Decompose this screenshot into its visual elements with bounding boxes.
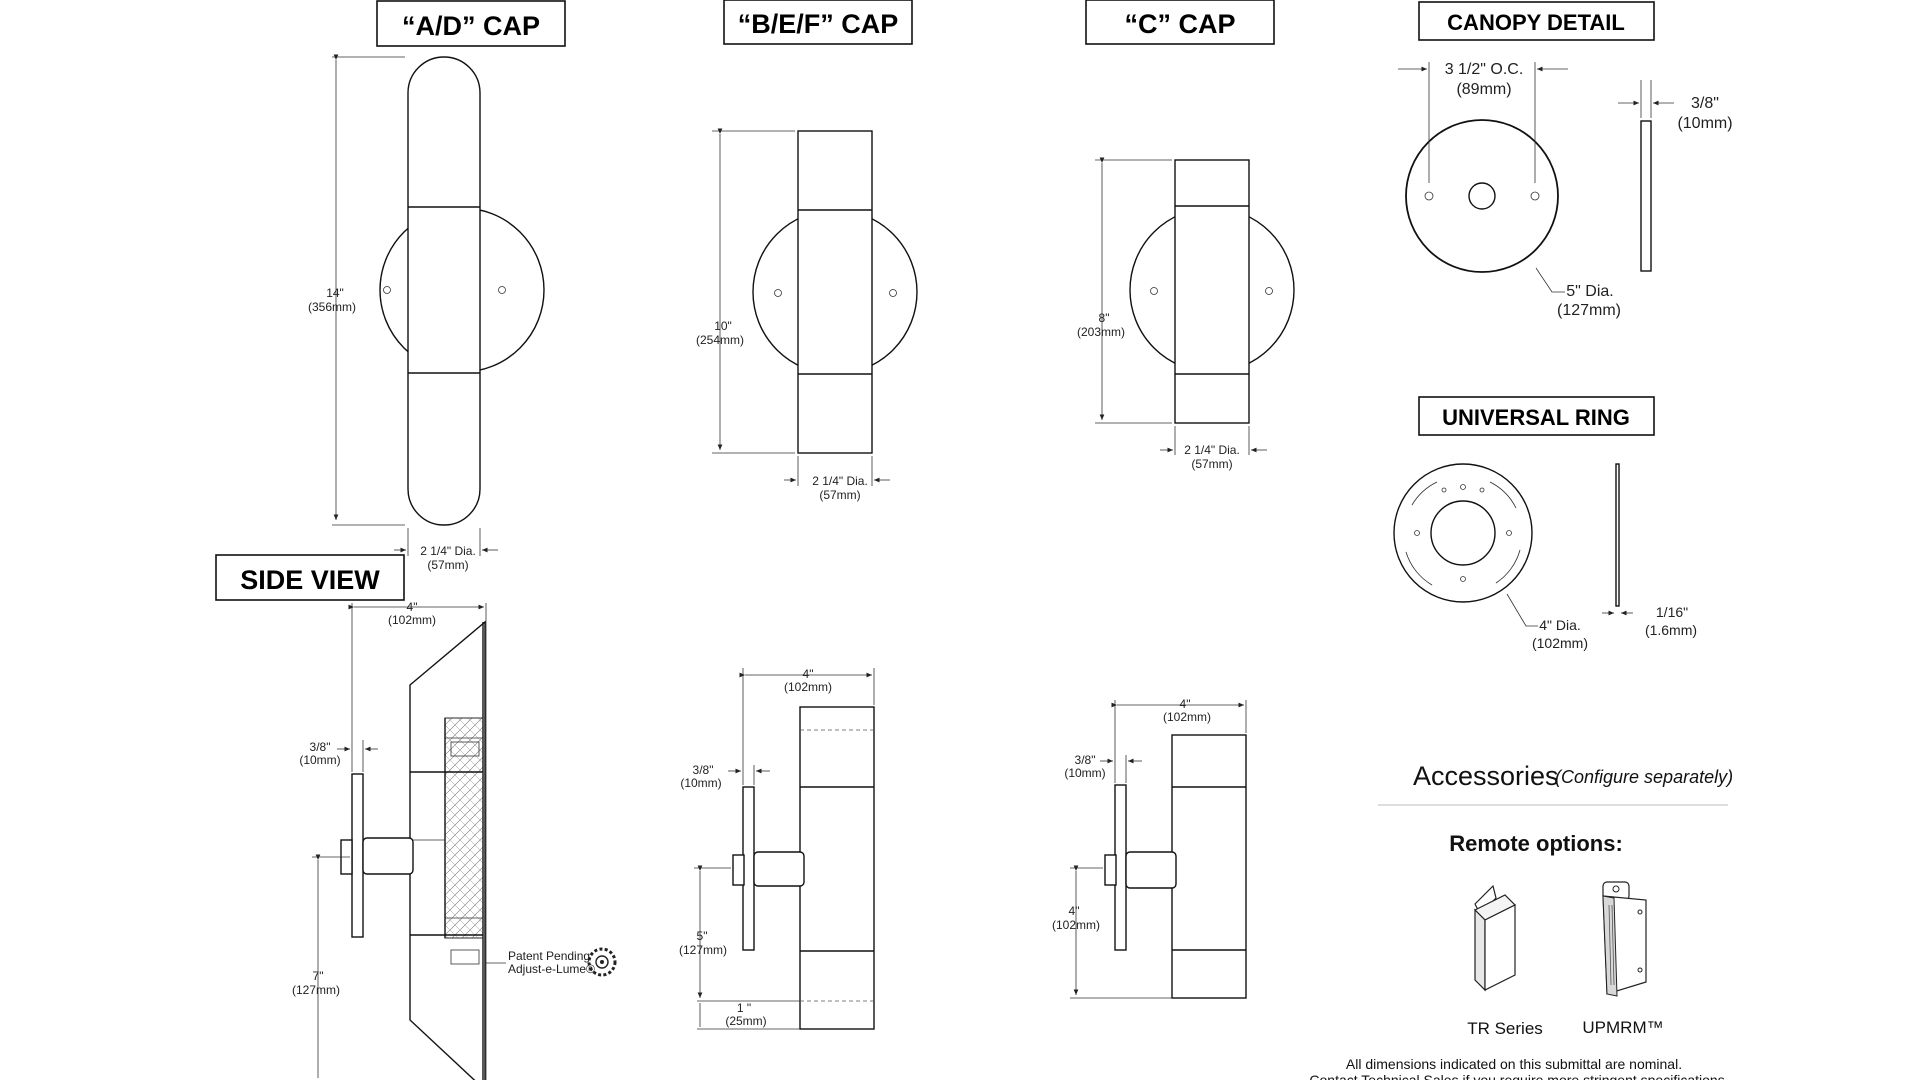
side1-plate-mm: (10mm) [299, 753, 340, 767]
title-side-view: SIDE VIEW [215, 554, 405, 601]
ad-cap-dia-in: 2 1/4" Dia. [420, 544, 476, 558]
canopy-dia-mm: (127mm) [1557, 302, 1621, 319]
title-c-cap: “C” CAP [1085, 0, 1275, 45]
side1-depth-in: 4" [407, 600, 418, 614]
tr-series-transformer-icon [1473, 884, 1517, 992]
side3-mount-mm: (102mm) [1052, 918, 1100, 932]
title-canopy-detail-text: CANOPY DETAIL [1447, 10, 1625, 35]
title-bef-cap: “B/E/F” CAP [723, 0, 913, 45]
title-side-view-text: SIDE VIEW [240, 565, 380, 595]
ring-thick-in: 1/16" [1656, 604, 1688, 620]
ring-thick-mm: (1.6mm) [1645, 622, 1697, 638]
bef-cap-height-mm: (254mm) [696, 333, 744, 347]
ad-cap-front-view: 14" (356mm) 2 1/4" Dia. (57mm) [308, 54, 545, 572]
canopy-oc-in: 3 1/2" O.C. [1445, 61, 1524, 78]
title-ad-cap: “A/D” CAP [376, 0, 566, 47]
c-cap-front-view: 8" (203mm) 2 1/4" Dia. (57mm) [1077, 157, 1295, 471]
title-bef-cap-text: “B/E/F” CAP [738, 9, 899, 39]
side-view-c-drawing: 4" (102mm) 3/8" (10mm) 4" (102mm) [1052, 697, 1247, 999]
footer-note-line2: Contact Technical Sales if you require m… [1309, 1072, 1728, 1080]
c-cap-dia-in: 2 1/4" Dia. [1184, 443, 1240, 457]
accessories-section: Accessories (Configure separately) Remot… [1378, 761, 1733, 1038]
accessories-subtitle: (Configure separately) [1555, 767, 1733, 787]
c-cap-dia-mm: (57mm) [1191, 457, 1232, 471]
side3-mount-in: 4" [1069, 904, 1080, 918]
canopy-thick-in: 3/8" [1691, 95, 1719, 112]
adjust-e-lume-gear-icon [587, 947, 617, 977]
canopy-oc-mm: (89mm) [1456, 81, 1511, 98]
side2-depth-mm: (102mm) [784, 680, 832, 694]
side1-plate-in: 3/8" [310, 740, 331, 754]
side3-depth-in: 4" [1180, 697, 1191, 711]
canopy-thick-mm: (10mm) [1677, 115, 1732, 132]
title-universal-ring-text: UNIVERSAL RING [1442, 405, 1630, 430]
side3-plate-in: 3/8" [1075, 753, 1096, 767]
side2-plate-in: 3/8" [693, 763, 714, 777]
side1-mount-mm: (127mm) [292, 983, 340, 997]
ad-cap-height-in: 14" [326, 286, 344, 300]
side-view-bef-drawing: 4" (102mm) 3/8" (10mm) 5" (127mm) 1 " (2… [679, 667, 875, 1030]
ring-dia-in: 4" Dia. [1539, 617, 1581, 633]
side-view-ad-drawing: 4" (102mm) 3/8" (10mm) 7" (127mm) Patent… [292, 600, 617, 1080]
side2-bottom-mm: (25mm) [725, 1014, 766, 1028]
ring-dia-mm: (102mm) [1532, 635, 1588, 651]
title-ad-cap-text: “A/D” CAP [402, 11, 540, 41]
side2-bottom-in: 1 " [737, 1001, 751, 1015]
bef-cap-dia-in: 2 1/4" Dia. [812, 474, 868, 488]
side1-patent-line1: Patent Pending [508, 949, 590, 963]
ad-cap-dia-mm: (57mm) [427, 558, 468, 572]
canopy-detail-drawing: 3 1/2" O.C. (89mm) 3/8" (10mm) 5" Dia. (… [1398, 61, 1733, 319]
title-c-cap-text: “C” CAP [1124, 9, 1235, 39]
side1-patent-line2: Adjust-e-Lume® [508, 962, 595, 976]
title-canopy-detail: CANOPY DETAIL [1418, 1, 1655, 41]
bef-cap-height-in: 10" [714, 319, 732, 333]
accessories-title: Accessories [1413, 761, 1559, 791]
side2-mount-mm: (127mm) [679, 943, 727, 957]
c-cap-height-mm: (203mm) [1077, 325, 1125, 339]
remote-options-title: Remote options: [1449, 831, 1623, 856]
upmrm-label: UPMRM™ [1582, 1018, 1663, 1037]
tr-series-label: TR Series [1467, 1019, 1543, 1038]
universal-ring-drawing: 1/16" (1.6mm) 4" Dia. (102mm) [1393, 463, 1697, 651]
side1-depth-mm: (102mm) [388, 613, 436, 627]
ad-cap-height-mm: (356mm) [308, 300, 356, 314]
upmrm-remote-mount-icon [1602, 881, 1647, 997]
side2-mount-in: 5" [697, 929, 708, 943]
footer-note-line1: All dimensions indicated on this submitt… [1346, 1056, 1682, 1072]
title-universal-ring: UNIVERSAL RING [1418, 396, 1655, 436]
side3-depth-mm: (102mm) [1163, 710, 1211, 724]
side2-plate-mm: (10mm) [680, 776, 721, 790]
bef-cap-dia-mm: (57mm) [819, 488, 860, 502]
side1-mount-in: 7" [313, 969, 324, 983]
bef-cap-front-view: 10" (254mm) 2 1/4" Dia. (57mm) [696, 128, 918, 502]
side3-plate-mm: (10mm) [1064, 766, 1105, 780]
canopy-dia-in: 5" Dia. [1566, 283, 1613, 300]
c-cap-height-in: 8" [1099, 311, 1110, 325]
side2-depth-in: 4" [803, 667, 814, 681]
